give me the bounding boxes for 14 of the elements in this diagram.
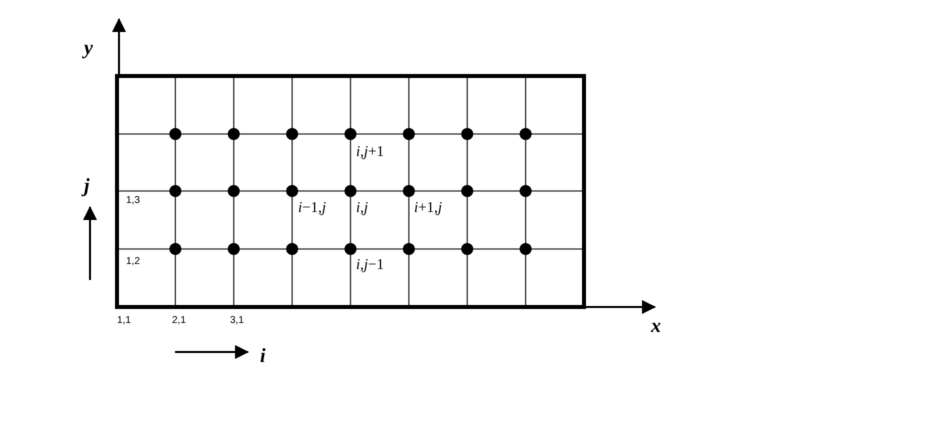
node-label: i+1,j <box>414 201 442 216</box>
node-label: i−1,j <box>298 201 326 216</box>
node-label: 1,3 <box>126 196 140 206</box>
node-label: i,j <box>356 201 368 216</box>
axis-label: x <box>651 316 661 336</box>
direction-label: i <box>260 346 266 366</box>
direction-label: j <box>84 176 90 196</box>
node-label: i,j+1 <box>356 145 384 160</box>
node-label: i,j−1 <box>356 258 384 273</box>
node-label: 3,1 <box>230 316 244 326</box>
node-label: 1,2 <box>126 257 140 267</box>
axis-label: y <box>84 38 93 58</box>
node-label: 2,1 <box>172 316 186 326</box>
node-label: 1,1 <box>117 316 131 326</box>
